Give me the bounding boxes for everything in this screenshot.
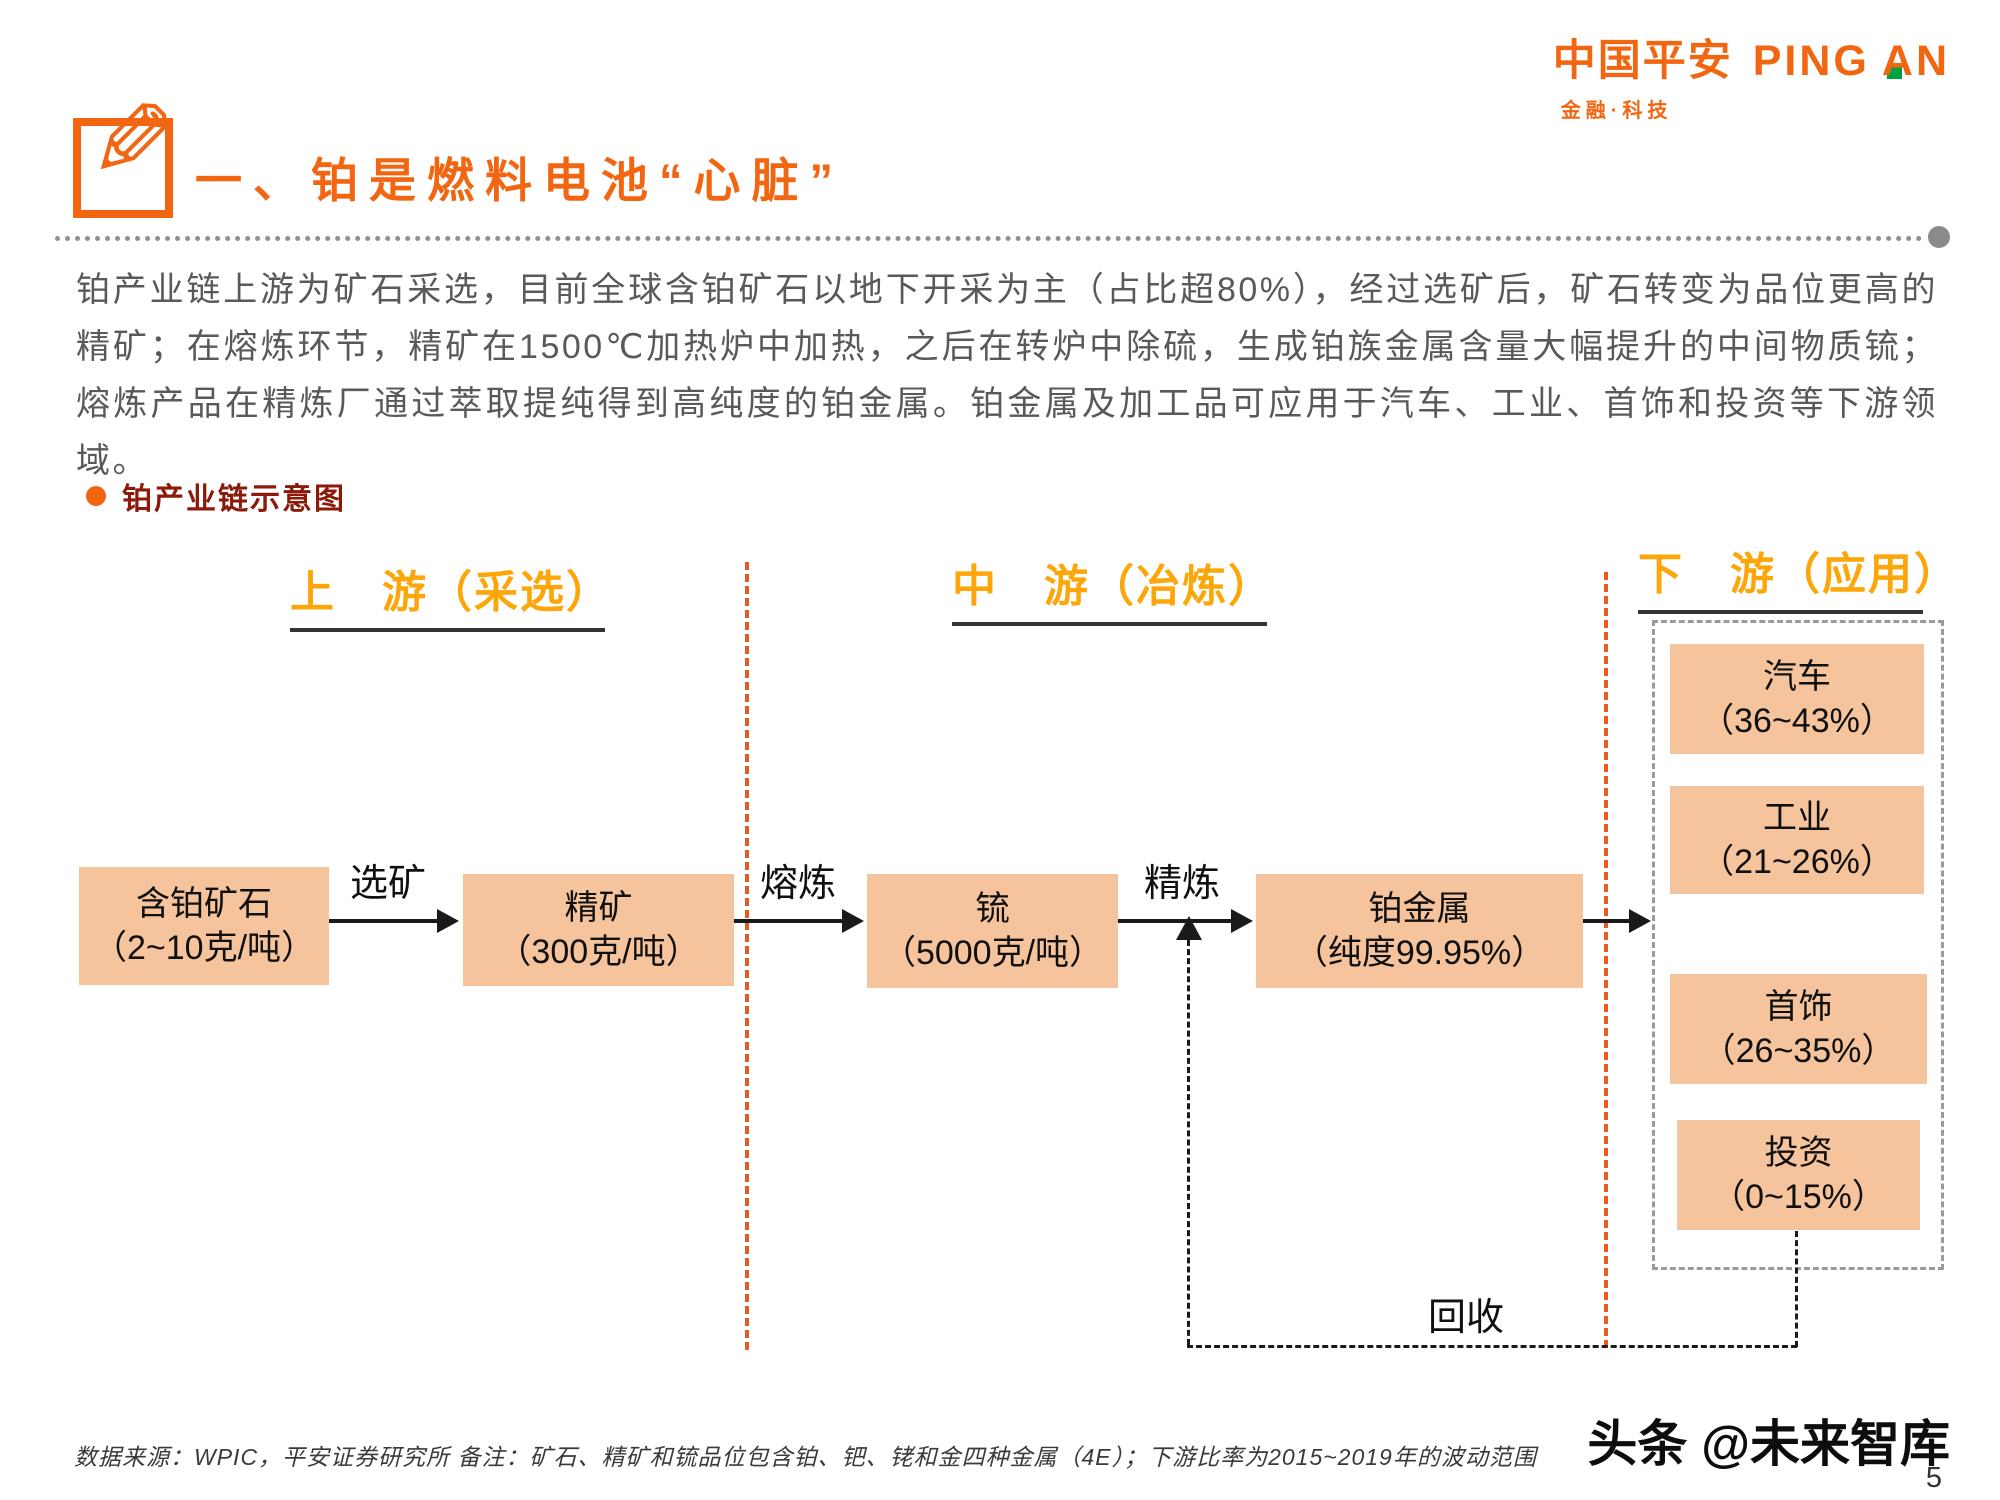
flow-box-concentrate: 精矿 （300克/吨） bbox=[463, 874, 734, 986]
flow-arrow-3 bbox=[1118, 909, 1253, 933]
box-detail: （21~26%） bbox=[1700, 843, 1894, 881]
section-header: 铂产业链示意图 bbox=[86, 474, 346, 518]
recycle-label: 回收 bbox=[1428, 1297, 1505, 1339]
box-name: 精矿 bbox=[564, 888, 633, 927]
box-detail: （300克/吨） bbox=[497, 933, 700, 971]
box-detail: （0~15%） bbox=[1711, 1178, 1886, 1216]
box-detail: （36~43%） bbox=[1700, 702, 1894, 740]
pencil-box-icon: ✎ bbox=[73, 84, 176, 218]
box-name: 首饰 bbox=[1764, 987, 1833, 1026]
stage-header-midstream: 中 游（冶炼） bbox=[952, 550, 1272, 626]
flow-arrow-2 bbox=[734, 909, 864, 933]
stage-header-downstream: 下 游（应用） bbox=[1638, 538, 1958, 614]
flow-box-platinum-metal: 铂金属 （纯度99.95%） bbox=[1256, 874, 1583, 988]
arrow-label-beneficiation: 选矿 bbox=[350, 863, 427, 905]
flow-arrow-1 bbox=[329, 909, 459, 933]
box-name: 汽车 bbox=[1763, 657, 1831, 696]
downstream-box-investment: 投资 （0~15%） bbox=[1677, 1120, 1920, 1230]
title-divider bbox=[55, 236, 1923, 241]
box-detail: （5000克/吨） bbox=[881, 934, 1104, 972]
logo-subtitle: 金融·科技 bbox=[1560, 100, 1673, 122]
logo-cn-text: 中国平安 bbox=[1552, 37, 1733, 85]
recycle-line-left bbox=[1187, 940, 1190, 1345]
box-name: 锍 bbox=[975, 889, 1010, 928]
page-title: 一、铂是燃料电池“心脏” bbox=[195, 154, 844, 207]
downstream-box-industry: 工业 （21~26%） bbox=[1670, 786, 1924, 894]
box-name: 投资 bbox=[1764, 1133, 1833, 1172]
arrow-label-smelting: 熔炼 bbox=[760, 863, 837, 905]
watermark: 头条 @未来智库 bbox=[1587, 1416, 1950, 1472]
source-note: 数据来源：WPIC，平安证券研究所 备注：矿石、精矿和锍品位包含铂、钯、铑和金四… bbox=[74, 1444, 1537, 1470]
divider-end-dot bbox=[1928, 226, 1950, 248]
stage-divider-1 bbox=[745, 562, 749, 1350]
logo-green-a-icon: A bbox=[1881, 37, 1916, 85]
box-detail: （2~10克/吨） bbox=[92, 929, 316, 967]
recycle-line-bottom bbox=[1187, 1345, 1797, 1348]
downstream-box-jewelry: 首饰 （26~35%） bbox=[1670, 974, 1927, 1084]
box-name: 工业 bbox=[1763, 798, 1831, 837]
box-name: 含铂矿石 bbox=[136, 884, 272, 923]
stage-header-upstream: 上 游（采选） bbox=[290, 556, 610, 632]
section-label: 铂产业链示意图 bbox=[122, 483, 346, 516]
arrow-label-refining: 精炼 bbox=[1144, 863, 1221, 905]
flow-box-platinum-ore: 含铂矿石 （2~10克/吨） bbox=[79, 867, 329, 985]
intro-paragraph: 铂产业链上游为矿石采选，目前全球含铂矿石以地下开采为主（占比超80%），经过选矿… bbox=[76, 271, 1938, 480]
box-detail: （纯度99.95%） bbox=[1293, 934, 1546, 972]
box-name: 铂金属 bbox=[1368, 889, 1471, 928]
downstream-container bbox=[1652, 620, 1944, 1270]
stage-divider-2 bbox=[1604, 572, 1608, 1348]
pencil-icon: ✎ bbox=[89, 84, 177, 200]
flow-box-matte: 锍 （5000克/吨） bbox=[867, 874, 1118, 988]
box-detail: （26~35%） bbox=[1701, 1032, 1896, 1070]
logo-en-ping: PING bbox=[1752, 37, 1870, 85]
flow-arrow-4 bbox=[1583, 909, 1651, 933]
page-number: 5 bbox=[1925, 1462, 1942, 1494]
recycle-line-right bbox=[1795, 1231, 1798, 1347]
logo-en-n: N bbox=[1915, 37, 1950, 85]
bullet-dot-icon bbox=[86, 486, 106, 506]
recycle-arrowhead-icon bbox=[1176, 916, 1202, 940]
downstream-box-auto: 汽车 （36~43%） bbox=[1670, 644, 1924, 754]
